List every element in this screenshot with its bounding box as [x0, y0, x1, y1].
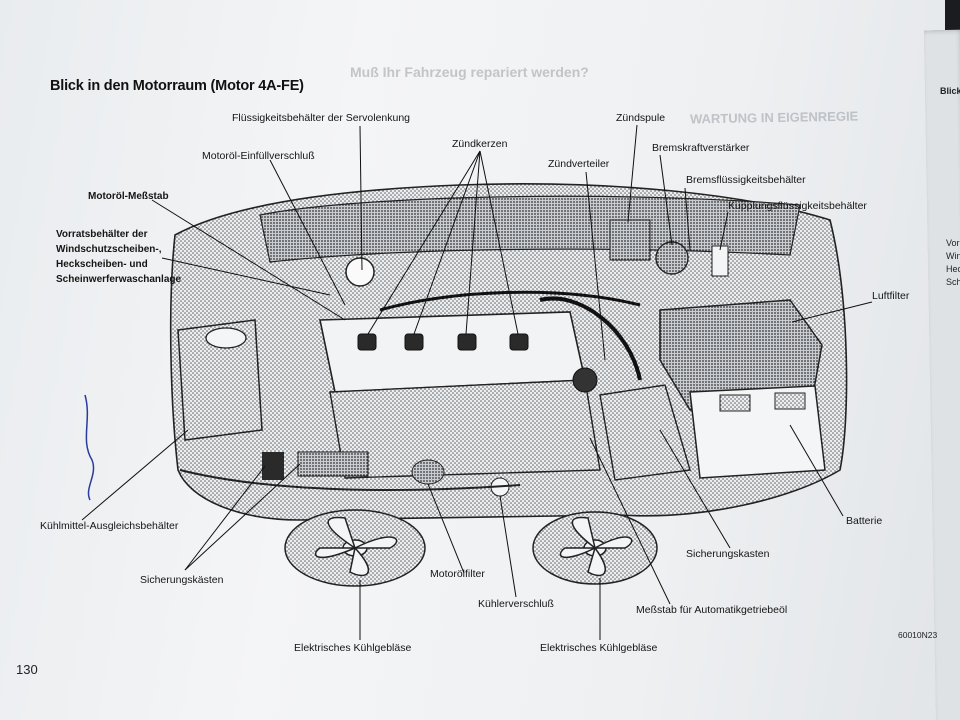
label-clutch-fluid: Kupplungsflüssigkeitsbehälter [728, 200, 867, 212]
label-fan-right: Elektrisches Kühlgebläse [540, 642, 658, 654]
label-washer-4: Scheinwerferwaschanlage [56, 274, 182, 285]
leader-lines [81, 124, 873, 640]
right-page-word-2: Win [946, 251, 960, 261]
page-title: Blick in den Motorraum (Motor 4A-FE) [50, 78, 304, 94]
cooling-fan-left [284, 509, 426, 587]
right-page-word-4: Sch [946, 277, 960, 287]
pen-mark [84, 394, 95, 501]
page-number: 130 [16, 662, 38, 677]
label-brake-fluid: Bremsflüssigkeitsbehälter [686, 174, 806, 186]
right-page-word-0: Blick [940, 86, 960, 96]
label-coolant-reservoir: Kühlmittel-Ausgleichsbehälter [40, 520, 179, 532]
label-servolenkung: Flüssigkeitsbehälter der Servolenkung [232, 112, 411, 124]
engine-block [329, 379, 601, 479]
right-page-word-3: Hec [946, 264, 960, 274]
label-radiator-cap: Kühlerverschluß [478, 598, 554, 610]
label-washer-1: Vorratsbehälter der [56, 229, 148, 240]
label-atf-dipstick: Meßstab für Automatikgetriebeöl [636, 604, 788, 616]
cooling-fan-right [532, 511, 658, 585]
washer-reservoir-shape [177, 319, 263, 441]
label-spark-plugs: Zündkerzen [452, 138, 508, 150]
label-oil-filler-cap: Motoröl-Einfüllverschluß [202, 150, 315, 162]
cylinder-head [319, 311, 586, 393]
label-brake-booster: Bremskraftverstärker [652, 142, 750, 154]
label-distributor: Zündverteiler [548, 158, 610, 170]
label-washer-2: Windschutzscheiben-, [56, 244, 162, 255]
fuse-box-shape [599, 384, 691, 481]
label-air-filter: Luftfilter [872, 290, 910, 302]
right-page-word-1: Vor [946, 238, 960, 248]
oil-filler-cap-shape [345, 257, 375, 287]
figure-code: 60010N23 [898, 630, 938, 640]
label-fuse-boxes: Sicherungskästen [140, 574, 224, 586]
label-ignition-coil: Zündspule [616, 112, 666, 124]
label-oil-filter: Motorölfilter [430, 568, 485, 580]
label-fuse-box: Sicherungskasten [686, 548, 770, 560]
label-oil-dipstick: Motoröl-Meßstab [88, 191, 169, 202]
spark-plug-boots [357, 333, 529, 351]
label-fan-left: Elektrisches Kühlgebläse [294, 642, 412, 654]
label-washer-3: Heckscheiben- und [56, 259, 148, 270]
bleed-through-header: Muß Ihr Fahrzeug repariert werden? [350, 64, 589, 80]
label-battery: Batterie [846, 515, 883, 527]
